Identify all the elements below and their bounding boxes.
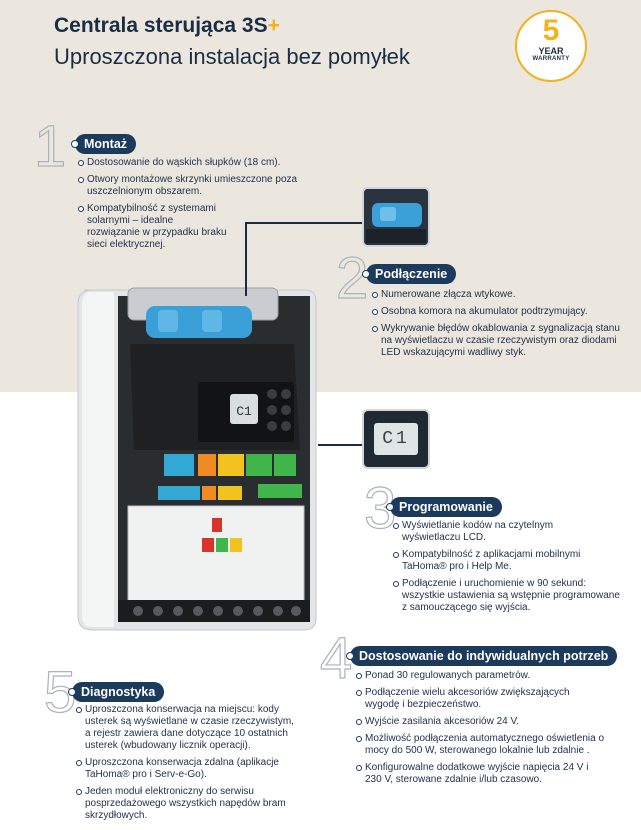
list-item: Podłączenie wielu akcesoriów zwiększając… (356, 687, 595, 711)
section-3-list: Wyświetlanie kodów na czytelnym wyświetl… (393, 520, 621, 619)
section-1-list: Dostosowanie do wąskich słupków (18 cm).… (78, 157, 298, 256)
list-item: Jeden moduł elektroniczny do serwisu pos… (76, 786, 300, 822)
section-4-title: Dostosowanie do indywidualnych potrzeb (345, 646, 618, 666)
section-2-title: Podłączenie (361, 264, 457, 284)
list-item: Kompatybilność z aplikacjami mobilnymi T… (393, 549, 602, 573)
warranty-year-label: YEAR (538, 46, 564, 56)
warranty-label: WARRANTY (532, 56, 570, 62)
section-2-number: 2 (335, 246, 369, 311)
list-item: Wyjście zasilania akcesoriów 24 V. (356, 716, 618, 728)
list-item: Otwory montażowe skrzynki umieszczone po… (78, 174, 298, 198)
control-unit-illustration: C1 (77, 287, 317, 631)
section-2-list: Numerowane złącza wtykowe. Osobna komora… (372, 289, 622, 364)
list-item: Kompatybilność z systemami solarnymi – i… (78, 203, 227, 251)
list-item: Ponad 30 regulowanych parametrów. (356, 670, 618, 682)
section-1-number: 1 (33, 114, 67, 179)
section-5-title: Diagnostyka (67, 682, 165, 702)
lcd-code-small: C1 (236, 404, 252, 419)
callout-line-battery-h (245, 222, 363, 224)
list-item: Uproszczona konserwacja na miejscu: kody… (76, 704, 302, 752)
list-item: Możliwość podłączenia automatycznego ośw… (356, 733, 618, 757)
lcd-code-large: C1 (374, 423, 418, 455)
list-item: Konfigurowalne dodatkowe wyjście napięci… (356, 762, 595, 786)
page-title: Centrala sterująca 3S+ (54, 14, 280, 37)
section-1-title: Montaż (70, 134, 137, 154)
section-4-list: Ponad 30 regulowanych parametrów. Podłąc… (356, 670, 618, 791)
list-item: Podłączenie i uruchomienie w 90 sekund: … (393, 578, 621, 614)
callout-line-lcd-h (318, 444, 364, 446)
battery-zoom-callout (362, 187, 430, 247)
list-item: Osobna komora na akumulator podtrzymując… (372, 306, 622, 318)
list-item: Uproszczona konserwacja zdalna (aplikacj… (76, 757, 300, 781)
page-subtitle: Uproszczona instalacja bez pomyłek (54, 44, 410, 69)
warranty-years: 5 (542, 14, 560, 47)
section-3-title: Programowanie (386, 497, 502, 517)
list-item: Wyświetlanie kodów na czytelnym wyświetl… (393, 520, 572, 544)
list-item: Dostosowanie do wąskich słupków (18 cm). (78, 157, 298, 169)
lcd-zoom-callout: C1 (362, 409, 430, 469)
warranty-badge: 5 YEAR WARRANTY (515, 10, 587, 82)
list-item: Wykrywanie błędów okablowania z sygnaliz… (372, 323, 622, 359)
section-5-list: Uproszczona konserwacja na miejscu: kody… (76, 704, 302, 827)
callout-line-battery-v (245, 222, 247, 296)
list-item: Numerowane złącza wtykowe. (372, 289, 622, 301)
